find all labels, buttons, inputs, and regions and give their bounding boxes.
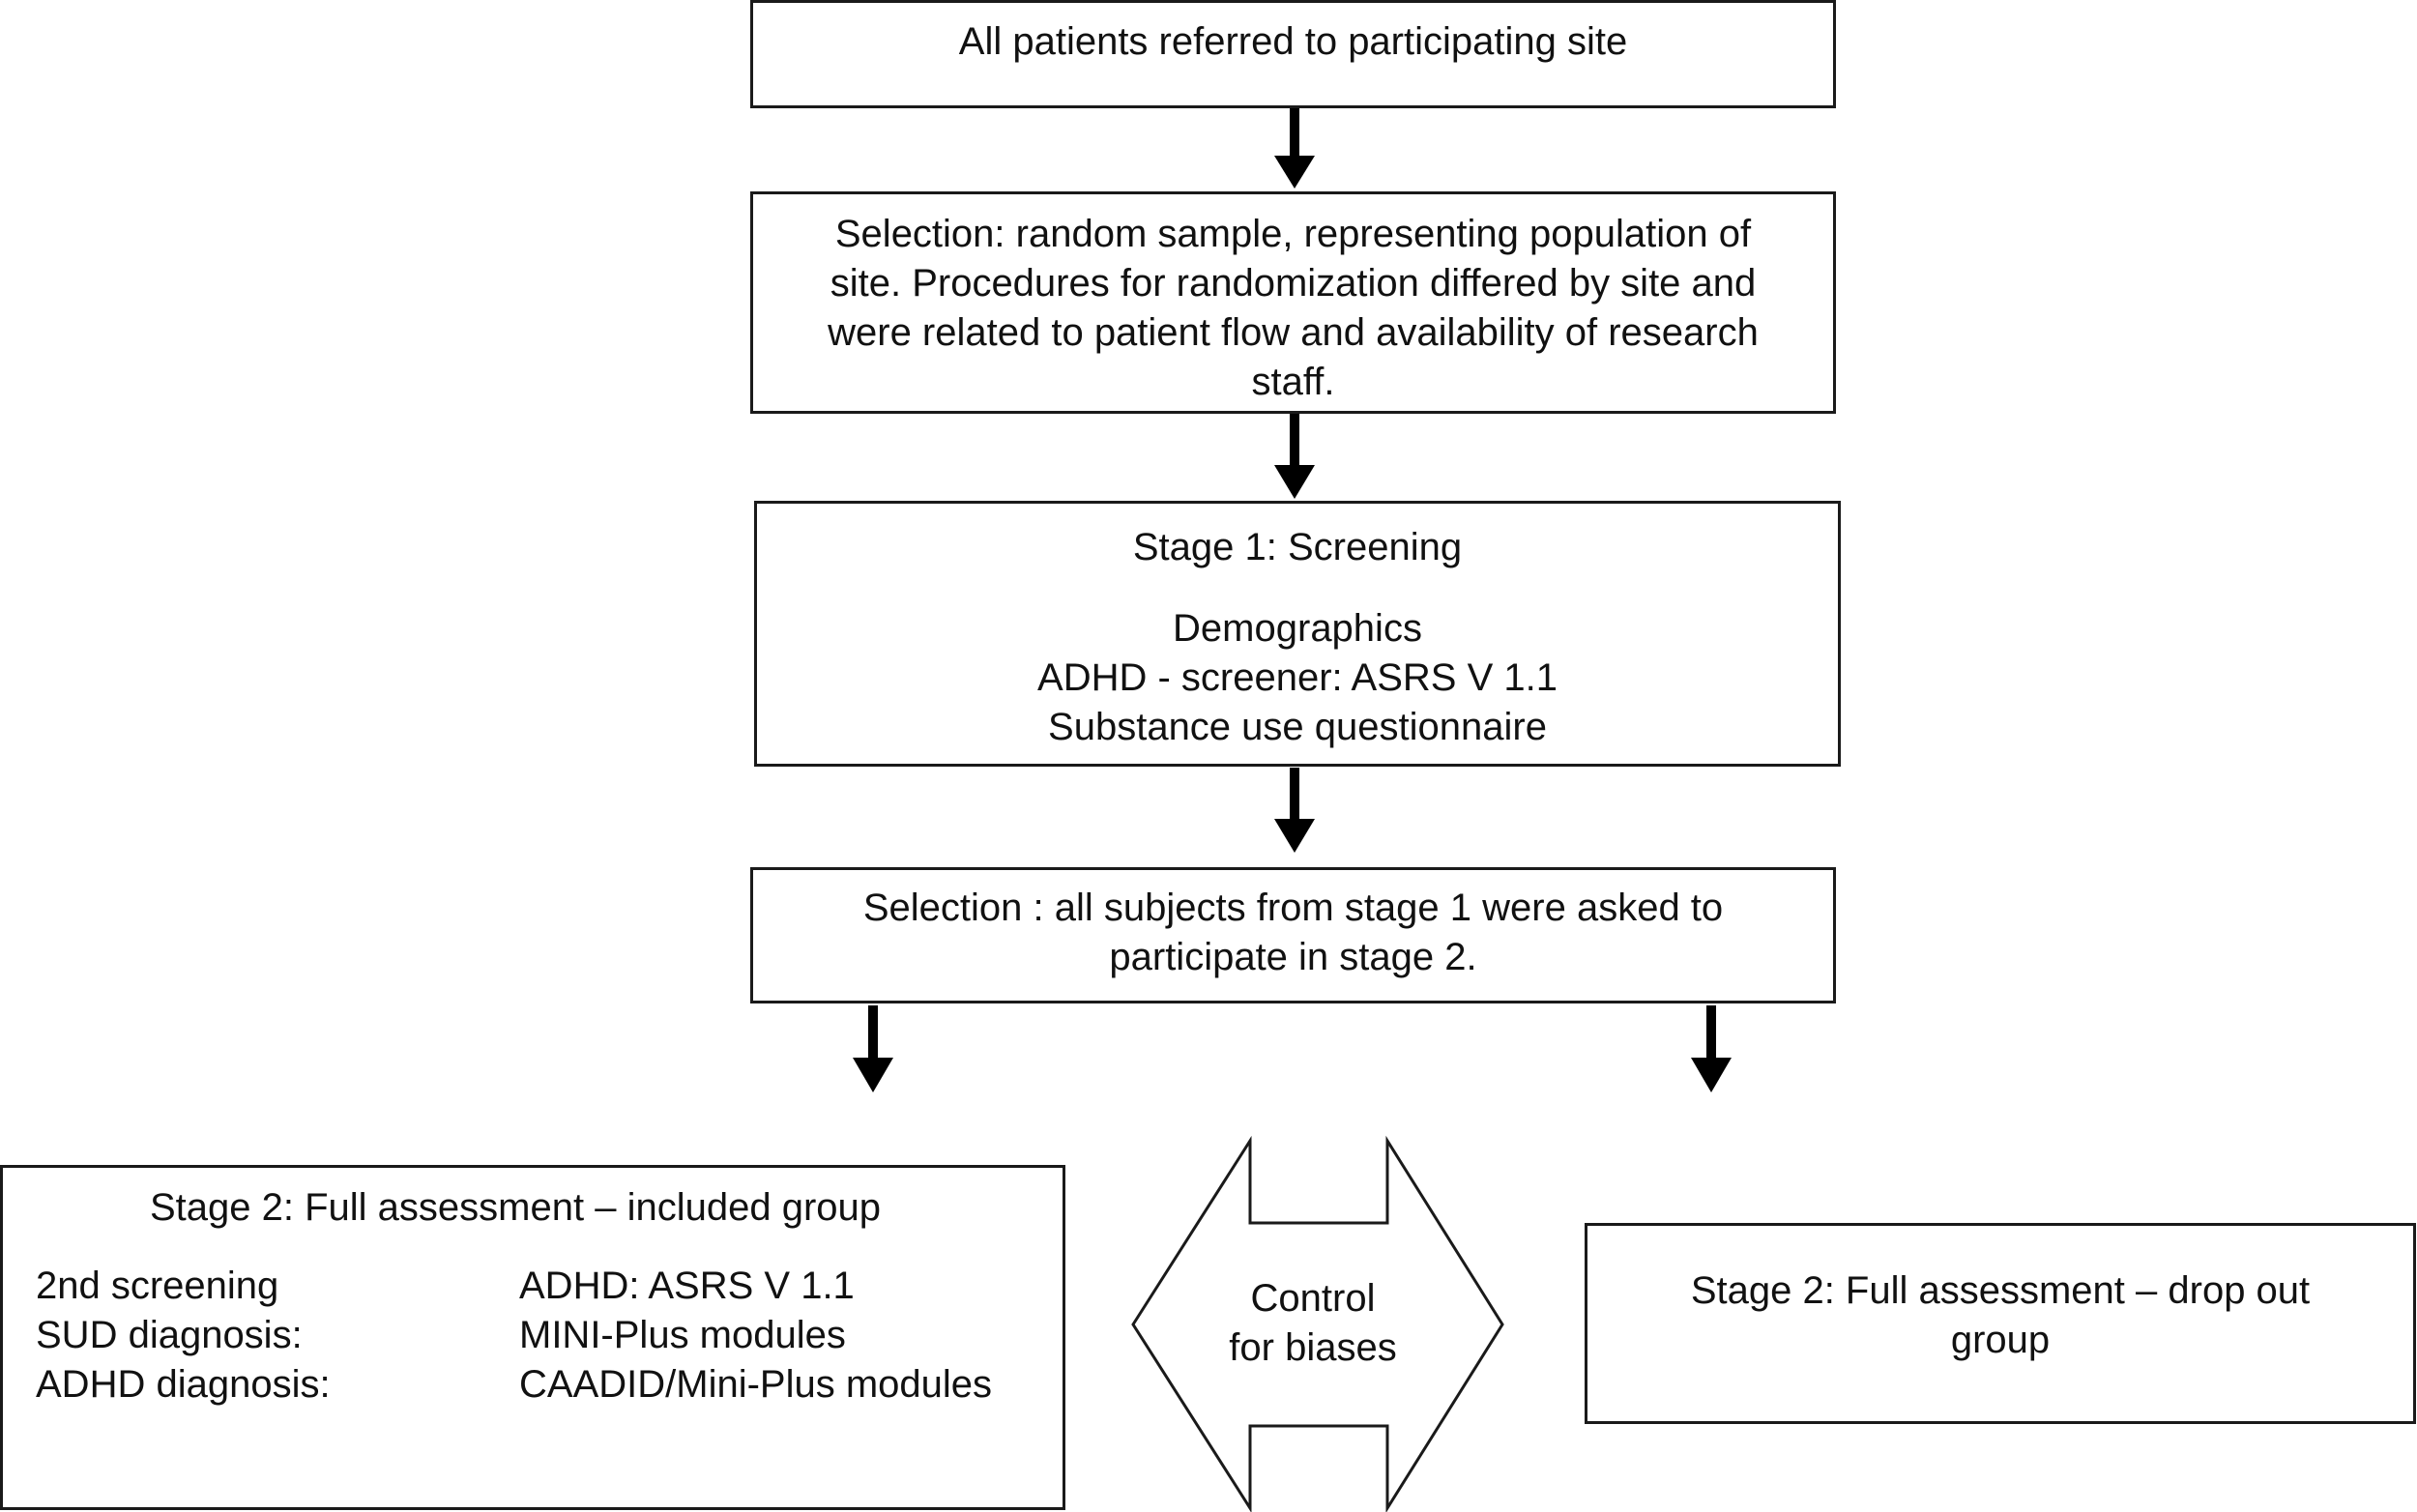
box-stage2-dropout-group: Stage 2: Full assessment – drop out grou…	[1585, 1223, 2416, 1424]
control-line2: for biases	[1229, 1326, 1397, 1369]
dropout-group-text: Stage 2: Full assessment – drop out grou…	[1690, 1269, 2311, 1361]
box-stage1-screening: Stage 1: Screening Demographics ADHD - s…	[754, 501, 1841, 767]
box-stage2-included-group: Stage 2: Full assessment – included grou…	[0, 1165, 1065, 1510]
arrow-referred-to-selection	[1274, 107, 1315, 189]
included-group-title: Stage 2: Full assessment – included grou…	[150, 1186, 881, 1229]
included-row-value: ADHD: ASRS V 1.1	[519, 1265, 855, 1307]
stage1-line-adhd-screener: ADHD - screener: ASRS V 1.1	[1037, 656, 1558, 699]
control-line1: Control	[1250, 1277, 1376, 1320]
box-stage2-selection: Selection : all subjects from stage 1 we…	[750, 867, 1836, 1003]
stage2-selection-text: Selection : all subjects from stage 1 we…	[862, 887, 1724, 978]
control-for-biases-label: Control for biases	[1208, 1274, 1417, 1373]
random-selection-text: Selection: random sample, representing p…	[828, 213, 1759, 403]
included-row-label: SUD diagnosis:	[36, 1314, 303, 1356]
arrow-to-included-group	[853, 1005, 893, 1092]
box-referred-patients: All patients referred to participating s…	[750, 0, 1836, 108]
arrow-selection-to-stage1	[1274, 414, 1315, 499]
stage1-title: Stage 1: Screening	[1132, 526, 1463, 568]
control-double-arrow	[1131, 1135, 1504, 1512]
included-row-value: MINI-Plus modules	[519, 1314, 846, 1356]
arrow-to-dropout-group	[1691, 1005, 1732, 1092]
included-row-value: CAADID/Mini-Plus modules	[519, 1363, 993, 1406]
included-row-label: ADHD diagnosis:	[36, 1363, 331, 1406]
included-row-label: 2nd screening	[36, 1265, 279, 1307]
included-group-details: 2nd screening ADHD: ASRS V 1.1 SUD diagn…	[36, 1262, 1063, 1410]
arrow-stage1-to-selection2	[1274, 768, 1315, 853]
stage1-line-demographics: Demographics	[1173, 607, 1422, 650]
referred-text: All patients referred to participating s…	[958, 20, 1628, 63]
stage1-line-substance-use: Substance use questionnaire	[1048, 706, 1547, 748]
box-random-selection: Selection: random sample, representing p…	[750, 191, 1836, 414]
